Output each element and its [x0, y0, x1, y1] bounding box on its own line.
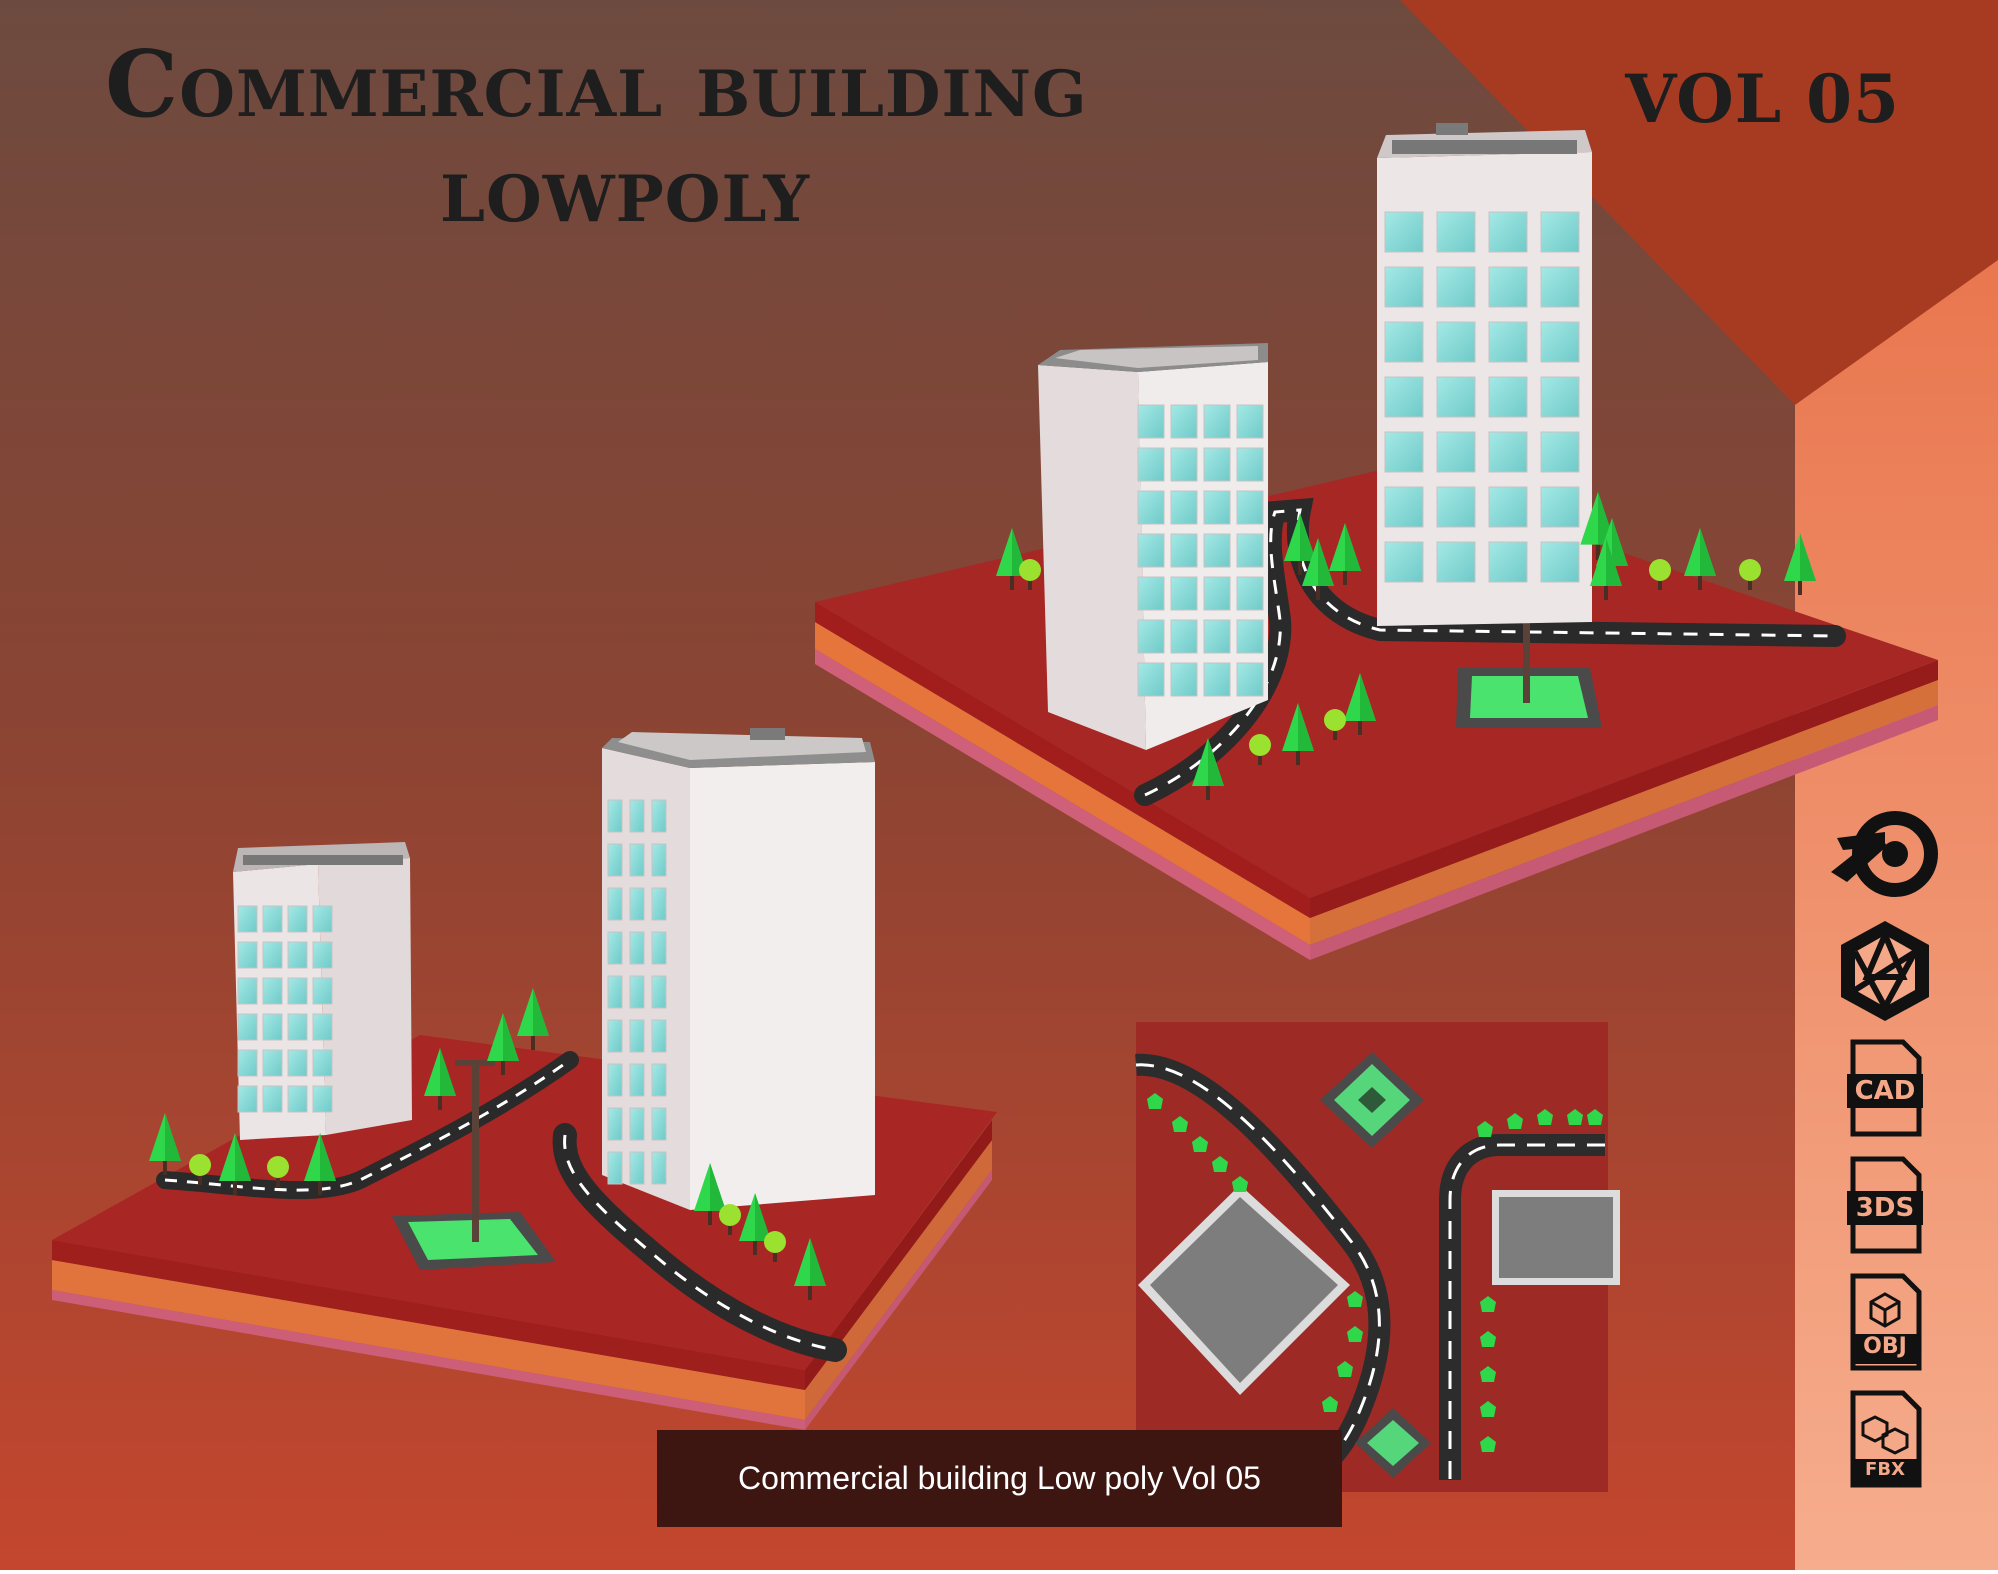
plan-tree-icon: [1537, 1109, 1553, 1125]
diorama-top-right: [815, 123, 1938, 960]
bush-icon: [719, 1204, 741, 1235]
tree-icon: [517, 988, 549, 1050]
plan-view: [1135, 1022, 1620, 1501]
caption-bar: Commercial building Low poly Vol 05: [657, 1430, 1342, 1527]
diorama-bottom-left: [52, 728, 997, 1430]
trees: [149, 491, 1816, 1300]
plan-tree-icon: [1480, 1366, 1496, 1382]
bush-icon: [1739, 559, 1761, 590]
tree-icon: [219, 1133, 251, 1195]
tree-icon: [739, 1193, 771, 1255]
bush-icon: [267, 1156, 289, 1187]
3ds-file-icon: 3DS: [1825, 1151, 1945, 1259]
cad-file-icon: CAD: [1825, 1034, 1945, 1142]
tree-icon: [487, 1013, 519, 1075]
plan-tree-icon: [1147, 1093, 1163, 1109]
plan-tree-icon: [1567, 1109, 1583, 1125]
plan-tree-icon: [1232, 1176, 1248, 1192]
tree-icon: [1192, 738, 1224, 800]
plan-tree-icon: [1347, 1326, 1363, 1342]
tree-icon: [794, 1238, 826, 1300]
tree-icon: [694, 1163, 726, 1225]
tree-icon: [1784, 533, 1816, 595]
sketchup-icon: [1825, 917, 1945, 1025]
bush-icon: [189, 1154, 211, 1185]
tree-icon: [1684, 528, 1716, 590]
tree-icon: [1282, 703, 1314, 765]
bush-icon: [764, 1231, 786, 1262]
plan-tree-icon: [1507, 1113, 1523, 1129]
title-line-1: Commercial building: [105, 30, 1088, 138]
plan-tree-icon: [1347, 1291, 1363, 1307]
tree-icon: [304, 1133, 336, 1195]
tree-icon: [149, 1113, 181, 1175]
bush-icon: [1249, 734, 1271, 765]
fbx-file-icon: FBX: [1825, 1385, 1945, 1493]
plan-tree-icon: [1192, 1136, 1208, 1152]
plan-tree-icon: [1212, 1156, 1228, 1172]
plan-tree-icon: [1172, 1116, 1188, 1132]
bush-icon: [1324, 709, 1346, 740]
plan-tree-icon: [1480, 1331, 1496, 1347]
format-icons: CAD 3DS OBJ FBX: [1825, 800, 1945, 1502]
blender-icon: [1825, 800, 1945, 908]
plan-tree-icon: [1480, 1401, 1496, 1417]
bush-icon: [1649, 559, 1671, 590]
bush-icon: [1019, 559, 1041, 590]
plan-tree-icon: [1322, 1396, 1338, 1412]
obj-file-icon: OBJ: [1825, 1268, 1945, 1376]
plan-tree-icon: [1587, 1109, 1603, 1125]
tree-icon: [1344, 673, 1376, 735]
caption-text: Commercial building Low poly Vol 05: [738, 1460, 1261, 1496]
title-line-2: lowpoly: [440, 135, 811, 243]
plan-tree-icon: [1480, 1296, 1496, 1312]
plan-tree-icon: [1477, 1121, 1493, 1137]
side-panel: [1795, 260, 1998, 1570]
plan-tree-icon: [1480, 1436, 1496, 1452]
tree-icon: [1302, 538, 1334, 600]
plan-tree-icon: [1337, 1361, 1353, 1377]
volume-label: VOL 05: [1625, 60, 1900, 138]
tree-icon: [424, 1048, 456, 1110]
tree-icon: [1590, 538, 1622, 600]
tree-icon: [1329, 523, 1361, 585]
tree-icon: [1284, 513, 1316, 575]
